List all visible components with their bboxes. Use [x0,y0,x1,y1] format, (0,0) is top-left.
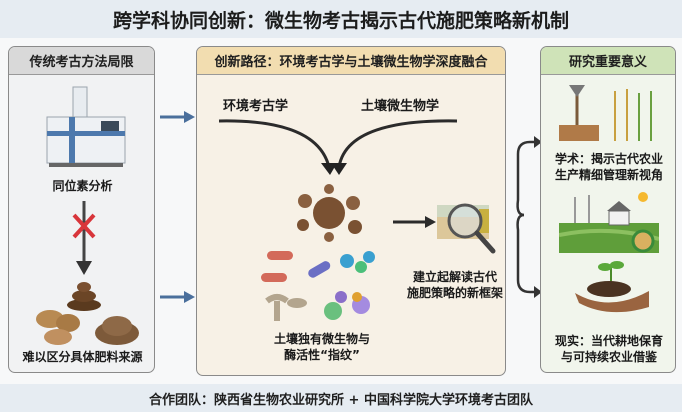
microbes-enzymes-icon [261,251,375,321]
sustainable-farm-icon [559,192,659,253]
limitations-header: 传统考古方法局限 [9,47,154,75]
collaboration-footer: 合作团队：陕西省生物农业研究所 + 中国科学院大学环境考古团队 [0,384,682,412]
practical-line2: 与可持续农业借鉴 [560,350,657,364]
tuber-icon [36,310,80,345]
academic-line2: 生产精细管理新视角 [554,168,663,182]
framework-label: 建立起解读古代 施肥策略的新框架 [403,269,505,301]
environmental-archaeology-label: 环境考古学 [223,99,289,114]
compost-icon [95,316,139,345]
ancient-farming-tools-icon [559,85,652,141]
significance-bracket-arrows [516,136,542,298]
manure-icon [67,282,101,311]
fingerprint-label-line1: 土壤独有微生物与 [273,332,370,346]
magnifier-field-icon [437,203,496,254]
academic-line1: 学术：揭示古代农业 [554,152,663,166]
flow-arrow-bottom [160,291,195,303]
flow-arrow-top [160,111,195,123]
fingerprint-label: 土壤独有微生物与 酶活性“指纹” [237,331,407,363]
merge-arrows-icon [218,119,458,175]
soil-aggregate-icon [297,184,362,242]
soil-microbiology-label: 土壤微生物学 [361,99,440,114]
seedling-in-hand-icon [575,261,649,313]
significance-panel: 研究重要意义 学术：揭示古代农业 生产精细管理新视角 现实：当代耕地保育 与可持… [540,46,676,373]
result-arrow [393,216,436,228]
isotope-analysis-label: 同位素分析 [52,179,113,193]
page-title: 跨学科协同创新：微生物考古揭示古代施肥策略新机制 [0,0,682,38]
innovation-header: 创新路径：环境考古学与土壤微生物学深度融合 [197,47,505,75]
limitations-panel: 传统考古方法局限 同位素分析 难以区分具体肥料来源 [8,46,155,373]
framework-label-line1: 建立起解读古代 [412,270,497,284]
significance-header: 研究重要意义 [541,47,675,75]
innovation-panel: 创新路径：环境考古学与土壤微生物学深度融合 环境考古学 土壤微生物学 土壤独有微… [196,46,506,376]
practical-line1: 现实：当代耕地保育 [554,334,663,348]
blocked-arrow-icon [72,201,96,275]
academic-significance-label: 学术：揭示古代农业 生产精细管理新视角 [541,151,675,183]
fertilizer-source-label: 难以区分具体肥料来源 [22,350,143,364]
mass-spectrometer-icon [46,86,126,167]
practical-significance-label: 现实：当代耕地保育 与可持续农业借鉴 [541,333,675,365]
framework-label-line2: 施肥策略的新框架 [406,286,503,300]
fingerprint-label-line2: 酶活性“指纹” [284,348,360,362]
